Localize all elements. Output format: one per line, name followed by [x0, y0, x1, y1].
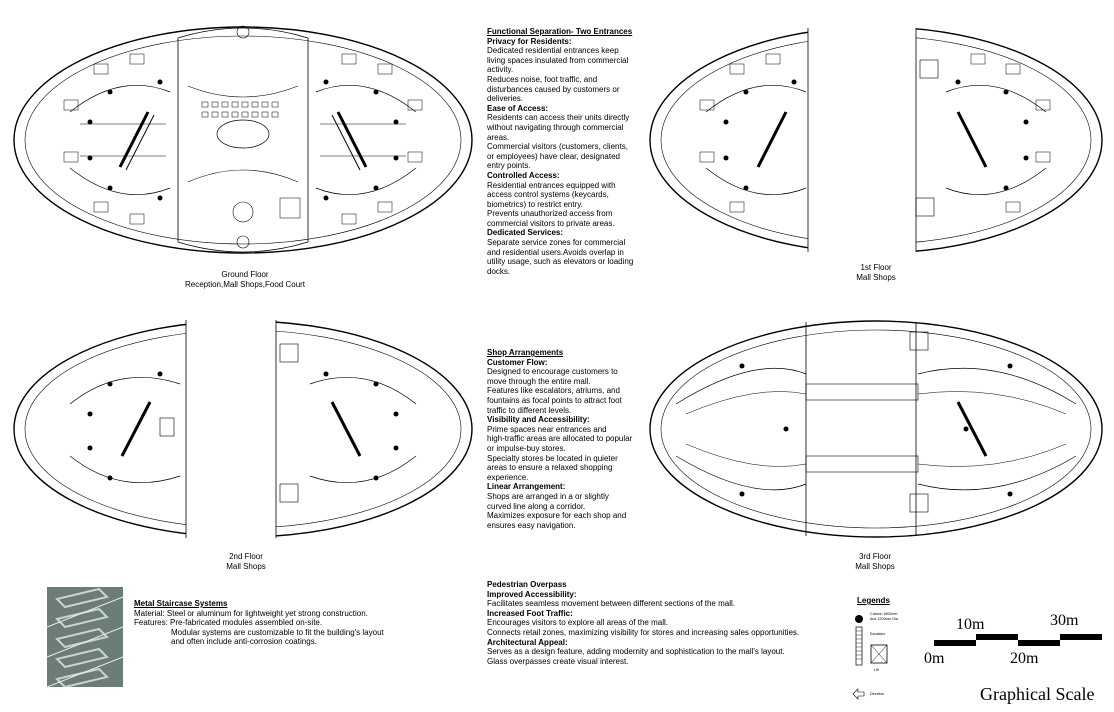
staircase-line: and often include anti-corrosion coating…	[171, 637, 317, 647]
ground-floor-subtitle: Reception,Mall Shops,Food Court	[184, 280, 306, 289]
ease-line: entry points.	[487, 161, 531, 171]
visibility-line: high-traffic areas are allocated to popu…	[487, 434, 633, 444]
scale-label-30m: 30m	[1050, 612, 1079, 629]
scale-label-20m: 20m	[1010, 650, 1039, 667]
foot-traffic-heading: Increased Foot Traffic:	[487, 608, 573, 618]
legend-lift-label: Lift	[874, 668, 879, 672]
control-line: biometrics) to restrict entry.	[487, 199, 583, 209]
legend-column-icon	[855, 615, 863, 623]
flow-heading: Customer Flow:	[487, 357, 548, 367]
service-line: utility usage, such as elevators or load…	[487, 257, 634, 267]
service-line: Separate service zones for commercial	[487, 238, 626, 248]
flow-line: Features like escalators, atriums, and	[487, 386, 620, 396]
overpass-title: Pedestrian Overpass	[487, 580, 567, 589]
staircase-photo	[47, 587, 123, 687]
scale-label-10m: 10m	[956, 616, 985, 633]
service-heading: Dedicated Services:	[487, 228, 564, 238]
service-line: and residential users.Avoids overlap in	[487, 247, 624, 257]
graphical-scale: 30m 10m 20m 0m Graphical Scale	[922, 612, 1108, 708]
visibility-heading: Visibility and Accessibility:	[487, 415, 590, 425]
appeal-line: Serves as a design feature, adding moder…	[487, 647, 785, 657]
flow-line: fountains as focal points to attract foo…	[487, 395, 622, 405]
legend-direction-icon	[852, 688, 865, 700]
linear-line: curved line along a corridor.	[487, 501, 586, 511]
privacy-line: activity.	[487, 65, 514, 75]
scale-bar	[934, 634, 1102, 646]
control-line: access control systems (keycards,	[487, 190, 609, 200]
visibility-line: Specialty stores be located in quieter	[487, 453, 618, 463]
linear-line: Maximizes exposure for each shop and	[487, 511, 627, 521]
privacy-line: deliveries.	[487, 94, 524, 104]
ease-line: Commercial visitors (customers, clients,	[487, 142, 628, 152]
legend-escalator-label: Escalator	[870, 632, 885, 636]
third-floor-subtitle: Mall Shops	[855, 562, 895, 571]
third-floor-caption: 3rd Floor Mall Shops	[820, 552, 930, 572]
legend-title: Legends	[857, 596, 890, 605]
first-floor-caption: 1st Floor Mall Shops	[826, 263, 926, 283]
visibility-line: or impulse-buy stores.	[487, 443, 566, 453]
ground-floor-title: Ground Floor	[221, 270, 269, 279]
visibility-line: areas to ensure a relaxed shopping	[487, 463, 613, 473]
control-line: commercial visitors to private areas.	[487, 218, 615, 228]
flow-line: traffic to different levels.	[487, 405, 572, 415]
appeal-heading: Architectural Appeal:	[487, 637, 568, 647]
staircase-line: Modular systems are customizable to fit …	[171, 627, 384, 637]
privacy-line: living spaces insulated from commercial	[487, 55, 629, 65]
appeal-line: Glass overpasses create visual interest.	[487, 656, 629, 666]
ease-line: areas.	[487, 132, 510, 142]
ground-floor-caption: Ground Floor Reception,Mall Shops,Food C…	[160, 270, 330, 290]
linear-line: ensures easy navigation.	[487, 520, 576, 530]
privacy-line: disturbances caused by customers or	[487, 84, 620, 94]
visibility-line: Prime spaces near entrances and	[487, 424, 607, 434]
third-floor-plan	[649, 320, 1103, 538]
control-line: Residential entrances equipped with	[487, 180, 616, 190]
shop-arrangements-block: Shop Arrangements Customer Flow: Designe…	[487, 348, 647, 530]
ease-line: Residents can access their units directl…	[487, 113, 630, 123]
second-floor-title: 2nd Floor	[229, 552, 263, 561]
linear-heading: Linear Arrangement:	[487, 482, 566, 492]
foot-traffic-line: Connects retail zones, maximizing visibi…	[487, 627, 800, 637]
first-floor-title: 1st Floor	[860, 263, 892, 272]
first-floor-plan	[649, 26, 1103, 254]
legend-column-label-2: And 1200mm Dia.	[870, 617, 899, 621]
accessibility-line: Facilitates seamless movement between di…	[487, 599, 735, 609]
control-line: Prevents unauthorized access from	[487, 209, 613, 219]
staircase-line: Material: Steel or aluminum for lightwei…	[134, 608, 368, 618]
second-floor-subtitle: Mall Shops	[226, 562, 266, 571]
privacy-line: Reduces noise, foot traffic, and	[487, 74, 598, 84]
privacy-line: Dedicated residential entrances keep	[487, 46, 619, 56]
visibility-line: experience.	[487, 472, 529, 482]
linear-line: Shops are arranged in a or slightly	[487, 491, 609, 501]
ease-line: or employees) have clear, designated	[487, 151, 620, 161]
flow-line: Designed to encourage customers to	[487, 367, 618, 377]
privacy-heading: Privacy for Residents:	[487, 36, 572, 46]
staircase-title: Metal Staircase Systems	[134, 599, 228, 608]
third-floor-title: 3rd Floor	[858, 552, 891, 561]
flow-line: move through the entire mall.	[487, 376, 591, 386]
scale-label-0m: 0m	[924, 650, 945, 667]
service-line: docks.	[487, 266, 511, 276]
legend-column-label: Column 1800mm	[870, 612, 898, 616]
staircase-line: Features: Pre-fabricated modules assembl…	[134, 618, 323, 628]
first-floor-subtitle: Mall Shops	[856, 273, 896, 282]
legend-escalator-icon	[855, 626, 863, 666]
legend-lift-icon	[870, 644, 888, 664]
scale-title: Graphical Scale	[980, 684, 1095, 704]
second-floor-plan	[13, 318, 473, 540]
overpass-block: Pedestrian Overpass Improved Accessibili…	[487, 580, 817, 666]
foot-traffic-line: Encourages visitors to explore all areas…	[487, 618, 668, 628]
accessibility-heading: Improved Accessibility:	[487, 589, 577, 599]
ease-heading: Ease of Access:	[487, 103, 549, 113]
legend-direction-label: Direction	[870, 692, 885, 696]
control-heading: Controlled Access:	[487, 170, 560, 180]
legend: Legends Column 1800mm And 1200mm Dia. Es…	[852, 596, 922, 706]
functional-separation-title: Functional Separation- Two Entrances	[487, 27, 633, 36]
ground-floor-plan	[13, 25, 473, 254]
second-floor-caption: 2nd Floor Mall Shops	[196, 552, 296, 572]
ease-line: without navigating through commercial	[487, 122, 624, 132]
staircase-block: Metal Staircase Systems Material: Steel …	[134, 599, 414, 647]
shop-arrangements-title: Shop Arrangements	[487, 348, 564, 357]
functional-separation-block: Functional Separation- Two Entrances Pri…	[487, 27, 647, 276]
